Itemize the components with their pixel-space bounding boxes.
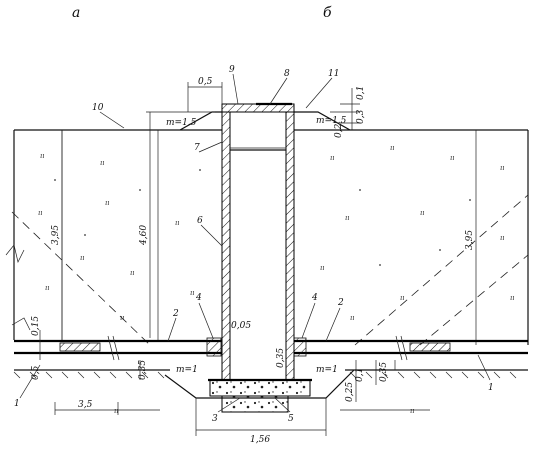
dim-width-35: 3,5 <box>78 400 93 410</box>
svg-text:ıı: ıı <box>40 152 44 160</box>
dimension-lines <box>39 82 430 436</box>
svg-text:ıı: ıı <box>38 209 42 217</box>
dim-h-025: 0,25 <box>345 382 355 402</box>
break-mark-right: ıı <box>410 407 414 415</box>
svg-text:ıı: ıı <box>500 234 504 242</box>
svg-text:ıı: ıı <box>175 219 179 227</box>
dim-top-02: 0,2 <box>334 123 344 138</box>
svg-text:ıı: ıı <box>420 209 424 217</box>
callout-4-left: 4 <box>195 293 202 303</box>
dim-bottom-slope-right: m=1 <box>316 365 338 375</box>
dim-height-right: 3,95 <box>465 230 475 250</box>
svg-text:ıı: ıı <box>190 289 194 297</box>
fill-texture: ıı ıı ıı ıı ıı ıı ıı ıı ıı ıı ıı ıı ıı ı… <box>38 144 514 322</box>
callout-leaders <box>19 73 491 413</box>
svg-text:ıı: ıı <box>500 164 504 172</box>
dim-h-035c: 0,35 <box>138 360 148 380</box>
callout-3: 3 <box>212 414 218 424</box>
dim-h-015: 0,15 <box>31 316 41 336</box>
dim-top-width: 0,5 <box>198 77 213 87</box>
svg-text:ıı: ıı <box>120 314 124 322</box>
callout-7: 7 <box>194 143 200 153</box>
view-label-a: а <box>72 5 80 21</box>
svg-text:ıı: ıı <box>510 294 514 302</box>
svg-text:ıı: ıı <box>450 154 454 162</box>
svg-text:ıı: ıı <box>105 199 109 207</box>
svg-text:ıı: ıı <box>400 294 404 302</box>
view-label-b: б <box>323 5 332 21</box>
svg-text:ıı: ıı <box>345 214 349 222</box>
dim-height-shaft: 4,60 <box>139 225 149 246</box>
callout-9: 9 <box>229 65 235 75</box>
dim-slope-right: m=1.5 <box>316 116 347 126</box>
svg-text:ıı: ıı <box>100 159 104 167</box>
callout-4-right: 4 <box>311 293 318 303</box>
svg-text:ıı: ıı <box>330 154 334 162</box>
callout-1-right: 1 <box>488 383 494 393</box>
well-shaft <box>221 102 295 381</box>
pipe-right <box>293 335 528 361</box>
dim-top-01: 0,1 <box>356 86 366 100</box>
callout-8: 8 <box>284 69 290 79</box>
dim-top-03: 0,3 <box>356 109 366 124</box>
dim-h-01: 0,1 <box>355 368 365 382</box>
backfill-body <box>5 111 529 346</box>
svg-text:ıı: ıı <box>45 284 49 292</box>
callout-2-left: 2 <box>172 309 179 319</box>
pipe-left <box>14 335 222 361</box>
callout-10: 10 <box>92 103 104 113</box>
dim-width-156: 1,56 <box>250 435 270 445</box>
dim-height-left: 3,95 <box>51 225 61 245</box>
svg-text:ıı: ıı <box>320 264 324 272</box>
callout-5: 5 <box>288 414 294 424</box>
svg-text:ıı: ıı <box>80 254 84 262</box>
svg-text:ıı: ıı <box>130 269 134 277</box>
callout-1-left: 1 <box>14 399 20 409</box>
callout-2-right: 2 <box>337 298 344 308</box>
svg-text:ıı: ıı <box>350 314 354 322</box>
callout-6: 6 <box>197 216 203 226</box>
dim-h-05: 0,5 <box>31 365 41 380</box>
dim-h-035: 0,35 <box>276 348 286 368</box>
dim-gap: 0,05 <box>231 321 251 331</box>
dim-slope-left: m=1.5 <box>166 118 197 128</box>
dim-bottom-slope-left: m=1 <box>176 365 198 375</box>
callout-11: 11 <box>328 69 339 79</box>
dim-h-035b: 0,35 <box>379 362 389 382</box>
break-mark-left: ıı <box>114 407 118 415</box>
foundation <box>13 369 528 413</box>
svg-text:ıı: ıı <box>390 144 394 152</box>
